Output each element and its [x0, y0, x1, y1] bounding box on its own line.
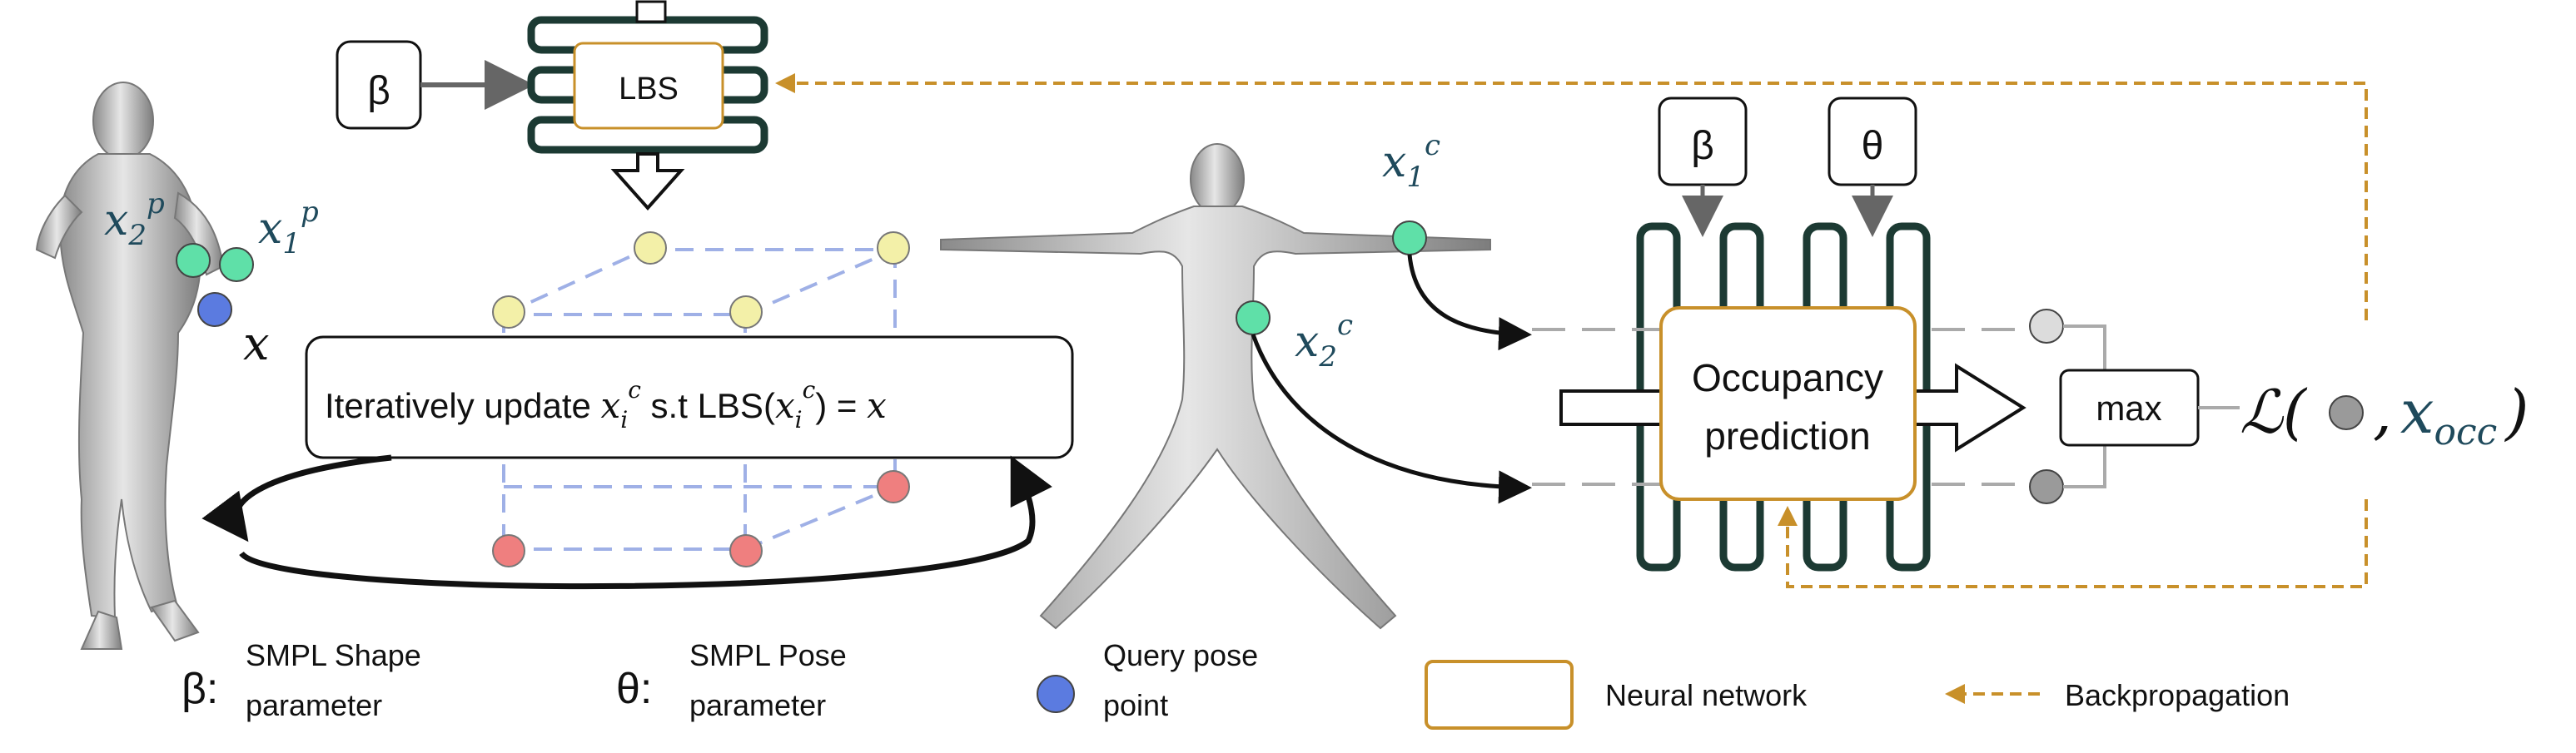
- iteration-loop-arrow-right: [239, 455, 1052, 590]
- legend-neural-network-swatch: [1425, 660, 1574, 730]
- point-x1c: [1392, 220, 1427, 255]
- legend-theta-symbol: θ:: [616, 665, 652, 713]
- label-x: x: [243, 317, 270, 371]
- label-x1c: x1c: [1382, 129, 1440, 194]
- canonical-body-figure: [940, 143, 1491, 630]
- point-x2p: [176, 243, 211, 278]
- occupancy-output-1: [2029, 309, 2064, 344]
- init-points-yellow: [492, 231, 910, 329]
- legend-beta-symbol: β:: [182, 665, 218, 713]
- legend-query-point-icon: [1037, 675, 1075, 713]
- x2c-to-network-arrow: [1251, 334, 1532, 504]
- theta-net-input-symbol: θ: [1862, 124, 1884, 168]
- occupancy-label-line2: prediction: [1704, 414, 1870, 458]
- occupancy-label-line1: Occupancy: [1692, 356, 1883, 399]
- beta-net-input-symbol: β: [1691, 124, 1714, 168]
- legend-query-desc-2: point: [1103, 688, 1168, 722]
- legend-beta-desc-1: SMPL Shape: [246, 638, 421, 672]
- legend-backprop-desc: Backpropagation: [2065, 678, 2290, 712]
- occupancy-prediction-box: [1659, 306, 1917, 501]
- label-x2p: x2p: [104, 187, 165, 252]
- point-x2c: [1236, 300, 1271, 335]
- occupancy-output-2: [2029, 469, 2064, 504]
- loss-target: ,xocc): [2373, 377, 2529, 453]
- posed-body-figure: [35, 82, 225, 650]
- lbs-down-arrow: [610, 152, 685, 211]
- converged-points-red: [492, 470, 910, 567]
- loss-prediction-dot: [2329, 395, 2364, 430]
- legend-neural-network-desc: Neural network: [1605, 678, 1808, 712]
- legend-theta-desc-1: SMPL Pose: [689, 638, 847, 672]
- x1c-to-network-arrow: [1407, 254, 1532, 351]
- label-x1p: x1p: [258, 196, 319, 260]
- lbs-box: [573, 42, 724, 130]
- point-x1p: [219, 247, 254, 282]
- query-point-x: [197, 292, 232, 327]
- legend-theta-desc-2: parameter: [689, 688, 826, 722]
- iterative-update-box: [305, 335, 1074, 459]
- max-label: max: [2096, 389, 2161, 428]
- beta-input-symbol: β: [367, 69, 390, 113]
- iteration-loop-arrow-left: [201, 454, 392, 542]
- lbs-top-port: [635, 0, 667, 23]
- legend-query-desc-1: Query pose: [1103, 638, 1258, 672]
- backpropagation-path: [775, 73, 2368, 588]
- label-x2c: x2c: [1295, 309, 1353, 374]
- legend-beta-desc-2: parameter: [246, 688, 382, 722]
- loss-expression: ℒ(: [2240, 377, 2308, 447]
- iterative-update-text: Iteratively update xic s.t LBS(xic) = x: [325, 376, 887, 433]
- lbs-label: LBS: [619, 72, 679, 107]
